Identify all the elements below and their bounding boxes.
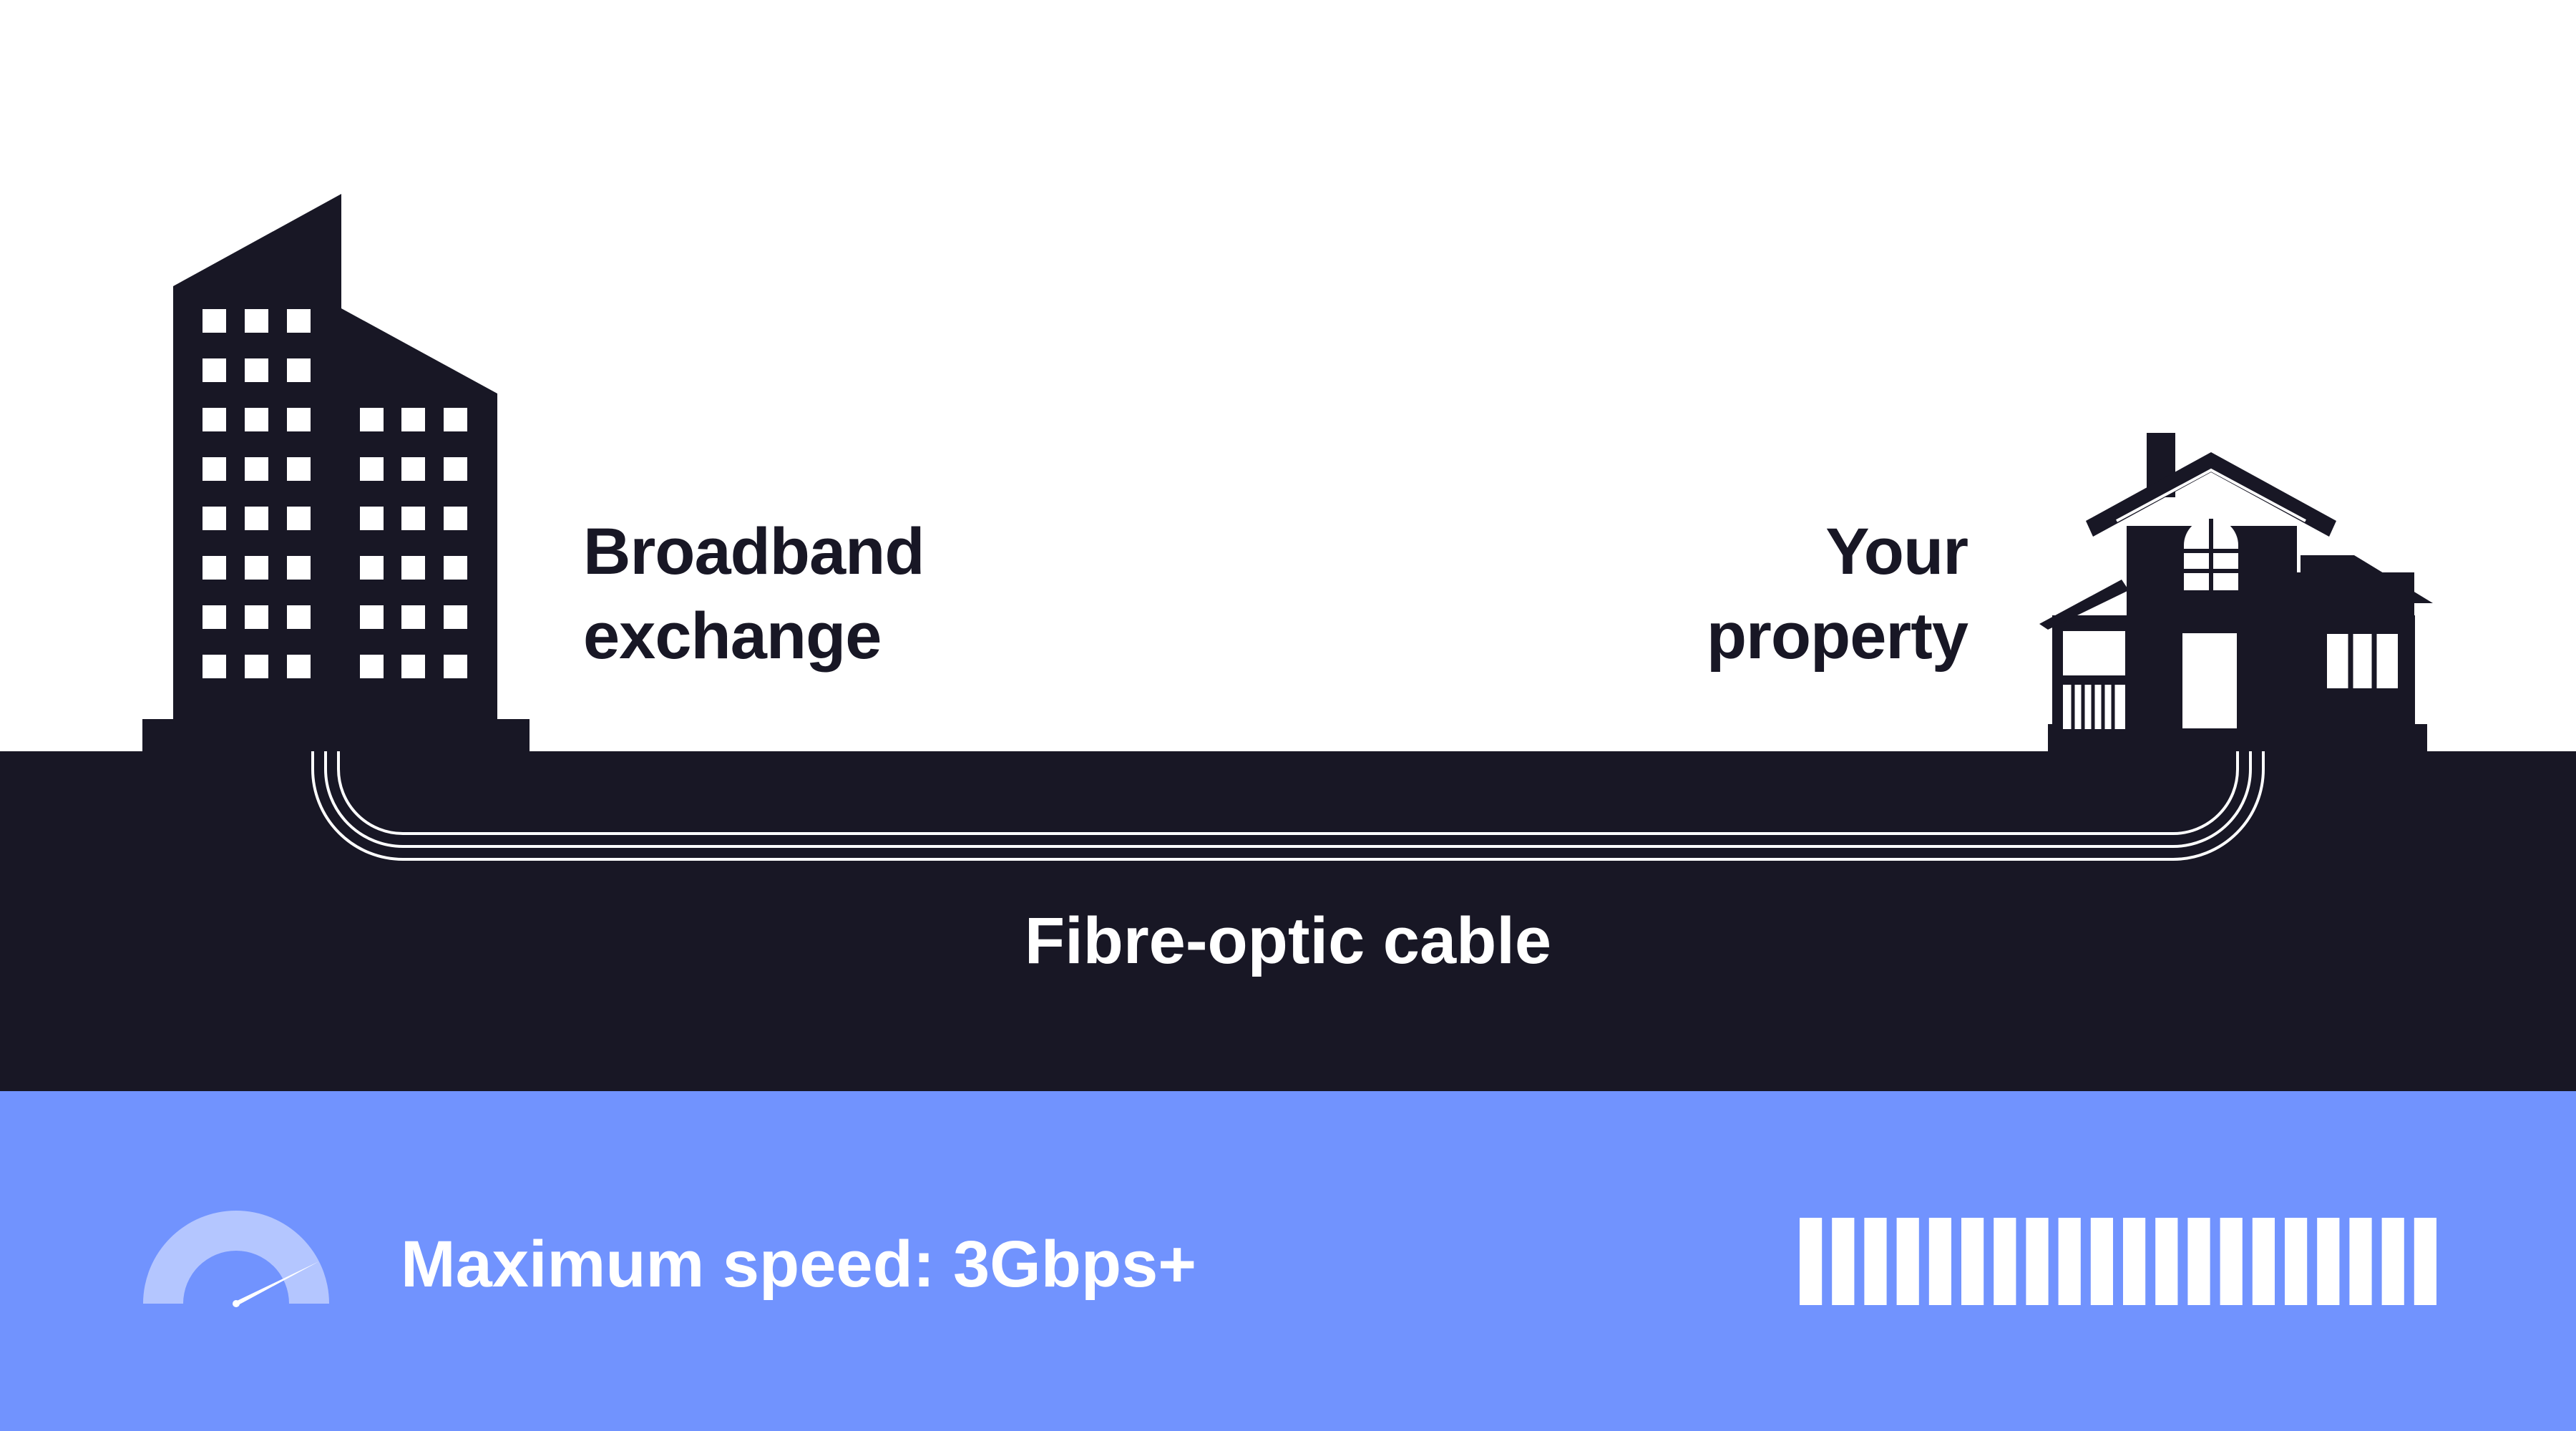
building-window bbox=[444, 605, 467, 629]
speed-band bbox=[0, 1091, 2576, 1431]
speed-bar bbox=[2285, 1218, 2308, 1305]
building-window bbox=[203, 408, 226, 431]
speed-bar bbox=[2381, 1218, 2404, 1305]
speed-bar bbox=[2187, 1218, 2210, 1305]
speed-bar bbox=[1800, 1218, 1823, 1305]
house-icon bbox=[2039, 433, 2433, 754]
max-speed-text: Maximum speed: 3Gbps+ bbox=[401, 1228, 1196, 1301]
speed-bar bbox=[1961, 1218, 1984, 1305]
building-window bbox=[287, 457, 311, 481]
office-building-icon bbox=[142, 194, 530, 755]
speed-bar bbox=[1896, 1218, 1919, 1305]
building-window bbox=[401, 457, 425, 481]
building-window bbox=[245, 507, 268, 530]
speed-bar bbox=[2252, 1218, 2275, 1305]
building-window bbox=[245, 655, 268, 678]
building-window bbox=[287, 408, 311, 431]
gauge-hub bbox=[233, 1300, 240, 1307]
speed-bar bbox=[1928, 1218, 1951, 1305]
building-window bbox=[401, 605, 425, 629]
gauge-needle bbox=[235, 1261, 319, 1306]
building-window bbox=[203, 655, 226, 678]
building-window bbox=[245, 309, 268, 333]
building-window bbox=[444, 655, 467, 678]
speed-bar bbox=[2058, 1218, 2081, 1305]
building-window bbox=[401, 655, 425, 678]
property-label-line-2: property bbox=[1706, 600, 1968, 673]
building-window bbox=[245, 358, 268, 382]
property-label-line-1: Your bbox=[1825, 515, 1968, 588]
building-window bbox=[287, 309, 311, 333]
building-window bbox=[360, 457, 384, 481]
building-window bbox=[287, 605, 311, 629]
speed-bar bbox=[2155, 1218, 2178, 1305]
building-window bbox=[203, 309, 226, 333]
cable-label: Fibre-optic cable bbox=[1024, 904, 1552, 977]
building-window bbox=[360, 655, 384, 678]
building-window bbox=[287, 655, 311, 678]
speed-bar bbox=[1864, 1218, 1887, 1305]
building-window bbox=[401, 556, 425, 580]
exchange-label: Broadband exchange bbox=[583, 509, 925, 678]
ground bbox=[0, 751, 2576, 1091]
building-window bbox=[444, 507, 467, 530]
building-windows bbox=[203, 309, 467, 678]
building-window bbox=[360, 605, 384, 629]
building-window bbox=[203, 556, 226, 580]
speed-bar bbox=[2317, 1218, 2340, 1305]
building-window bbox=[245, 408, 268, 431]
speed-bar bbox=[2349, 1218, 2372, 1305]
speed-bar bbox=[2414, 1218, 2436, 1305]
building-window bbox=[203, 358, 226, 382]
building-window bbox=[245, 556, 268, 580]
building-window bbox=[245, 605, 268, 629]
speed-bar bbox=[1994, 1218, 2016, 1305]
building-window bbox=[203, 507, 226, 530]
building-window bbox=[203, 457, 226, 481]
building-window bbox=[444, 556, 467, 580]
building-window bbox=[401, 507, 425, 530]
building-window bbox=[287, 556, 311, 580]
building-window bbox=[360, 408, 384, 431]
building-window bbox=[444, 408, 467, 431]
gauge-track bbox=[143, 1211, 329, 1304]
building-window bbox=[203, 605, 226, 629]
property-label: Your property bbox=[1707, 509, 1968, 678]
speed-bar bbox=[2220, 1218, 2243, 1305]
fibre-optic-cable bbox=[311, 751, 2265, 861]
exchange-label-line-1: Broadband bbox=[583, 515, 925, 588]
building-window bbox=[401, 408, 425, 431]
speed-bar bbox=[2090, 1218, 2113, 1305]
speed-bar bbox=[1832, 1218, 1855, 1305]
speed-bar bbox=[2026, 1218, 2049, 1305]
speed-bar bbox=[2123, 1218, 2146, 1305]
speedometer-icon bbox=[143, 1211, 329, 1307]
exchange-label-line-2: exchange bbox=[583, 600, 882, 673]
speed-bars bbox=[1800, 1218, 2436, 1305]
building-window bbox=[287, 358, 311, 382]
building-window bbox=[245, 457, 268, 481]
building-window bbox=[360, 556, 384, 580]
building-window bbox=[360, 507, 384, 530]
building-window bbox=[287, 507, 311, 530]
building-window bbox=[444, 457, 467, 481]
